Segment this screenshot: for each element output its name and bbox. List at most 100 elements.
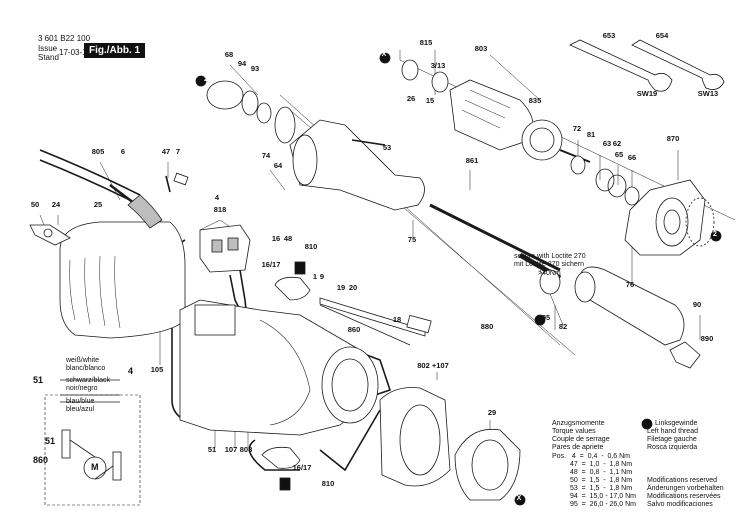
part-callout: 890 [701,334,714,343]
part-callout: 7 [176,147,180,156]
wiring-label-860: 860 [33,455,49,465]
wire-blue-label: blau/blue bleu/azul [66,398,95,414]
part-callout: 107 [225,445,238,454]
torque-heading-en: Torque values [552,428,596,435]
part-callout: X [517,495,522,502]
torque-heading-fr: Couple de serrage [552,436,610,443]
modifications-es: Salvo modificaciones [647,501,713,508]
motor-symbol-label: M [91,462,99,472]
part-callout: 76 [626,280,634,289]
torque-row: 95 = 26,0 - 26,0 Nm [570,501,636,508]
torque-heading-es: Pares de apriete [552,444,604,451]
part-callout: 815 [420,38,433,47]
part-callout: SW19 [637,89,657,98]
part-callout: 63 [603,139,611,148]
part-callout: X [382,51,387,58]
bearing-flange-870 [624,179,715,256]
part-callout: 810 [305,242,318,251]
modifications-fr: Modifications reservées [647,493,721,500]
part-18 [406,314,432,334]
part-callout: 62 [613,139,621,148]
torque-row: 94 = 15,0 - 17,0 Nm [570,493,636,500]
part-callout: 810 [322,479,335,488]
part-callout: 82 [559,322,567,331]
part-callout: 51 [208,445,216,454]
loctite-note-line3: >40Nm [538,270,561,277]
o-ring-68 [206,80,244,110]
figure-label: Fig./Abb. 1 [84,43,146,58]
grip-sleeve [127,194,163,229]
part-callout: 24 [52,200,61,209]
part-callout: 90 [693,300,701,309]
part-callout: 94 [238,59,247,68]
part-number: 3 601 B22 100 [38,34,91,43]
brush-holder-lower [261,446,301,491]
wiring-label-4: 4 [128,366,134,376]
part-callout: 654 [656,31,669,40]
bearings-right [570,155,640,206]
part-callout: 805 [92,147,105,156]
wiring-schematic [44,379,141,506]
slider-bar [319,297,426,346]
part-callout: 95 [542,313,550,322]
front-tube-upper [289,119,425,211]
part-callout: 25 [94,200,102,209]
screw-47 [165,172,189,193]
thread-legend-fr: Filetage gauche [647,436,697,443]
thread-legend-es: Rosca izquierda [647,444,698,451]
rear-cap [379,387,451,487]
part-callout: 802 +107 [417,361,449,370]
part-callout: 9 [320,272,324,281]
part-callout: 2 [204,76,208,83]
part-callout: 16 [272,234,280,243]
part-callout: 105 [151,365,164,374]
part-callout: 20 [349,283,357,292]
part-callout: 65 [615,150,623,159]
switch-818 [199,224,251,273]
left-thread-symbols [195,52,722,506]
loctite-note-line1: secure with Loctite 270 [514,253,586,260]
torque-row: 47 = 1,0 - 1,8 Nm [570,461,633,468]
torque-row: 53 = 1,5 - 1,8 Nm [570,485,633,492]
wire-black-label: schwarz/black noir/negro [66,377,110,393]
wiring-label-51-bottom: 51 [45,436,56,446]
part-callout: 870 [667,134,680,143]
part-callout: 818 [214,205,227,214]
part-callout: 81 [587,130,595,139]
part-callout: 2 [713,231,717,238]
spindle-880 [429,203,562,295]
part-callout: 48 [284,234,292,243]
part-callout: 53 [383,143,391,152]
modifications-de: Änderungen vorbehalten [647,485,724,492]
part-callout: 64 [274,161,283,170]
part-callout: 72 [573,124,581,133]
loctite-note-line2: mit Loctite 270 sichern [514,261,585,268]
wrench-sw19 [569,39,673,92]
part-callout: 18 [393,315,401,324]
torque-heading-de: Anzugsmomente [552,420,605,427]
part-callout: 50 [31,200,39,209]
part-callout: 16/17 [293,463,312,472]
torque-row: Pos. 4 = 0,4 - 0,6 Nm [552,453,631,460]
modifications-en: Modifications reserved [647,477,718,484]
torque-row: 48 = 0,8 - 1,1 Nm [570,469,633,476]
front-tube-76 [574,266,685,346]
torque-row: 50 = 1,5 - 1,8 Nm [570,477,633,484]
part-callout: 3/13 [431,61,446,70]
end-cover-29 [454,428,521,501]
screw-53 [351,139,386,146]
armature-803 [401,59,591,163]
part-callout: 861 [466,156,479,165]
part-callout: 16/17 [262,260,281,269]
collet-890 [669,341,701,369]
cable-clamp [29,224,71,246]
gear-housing-main [179,299,379,436]
part-callout: 93 [251,64,259,73]
part-callout: 75 [408,235,416,244]
part-callout: 860 [348,325,361,334]
part-callout: 29 [488,408,496,417]
part-callout: 4 [215,193,220,202]
wrench-sw13 [631,39,725,90]
